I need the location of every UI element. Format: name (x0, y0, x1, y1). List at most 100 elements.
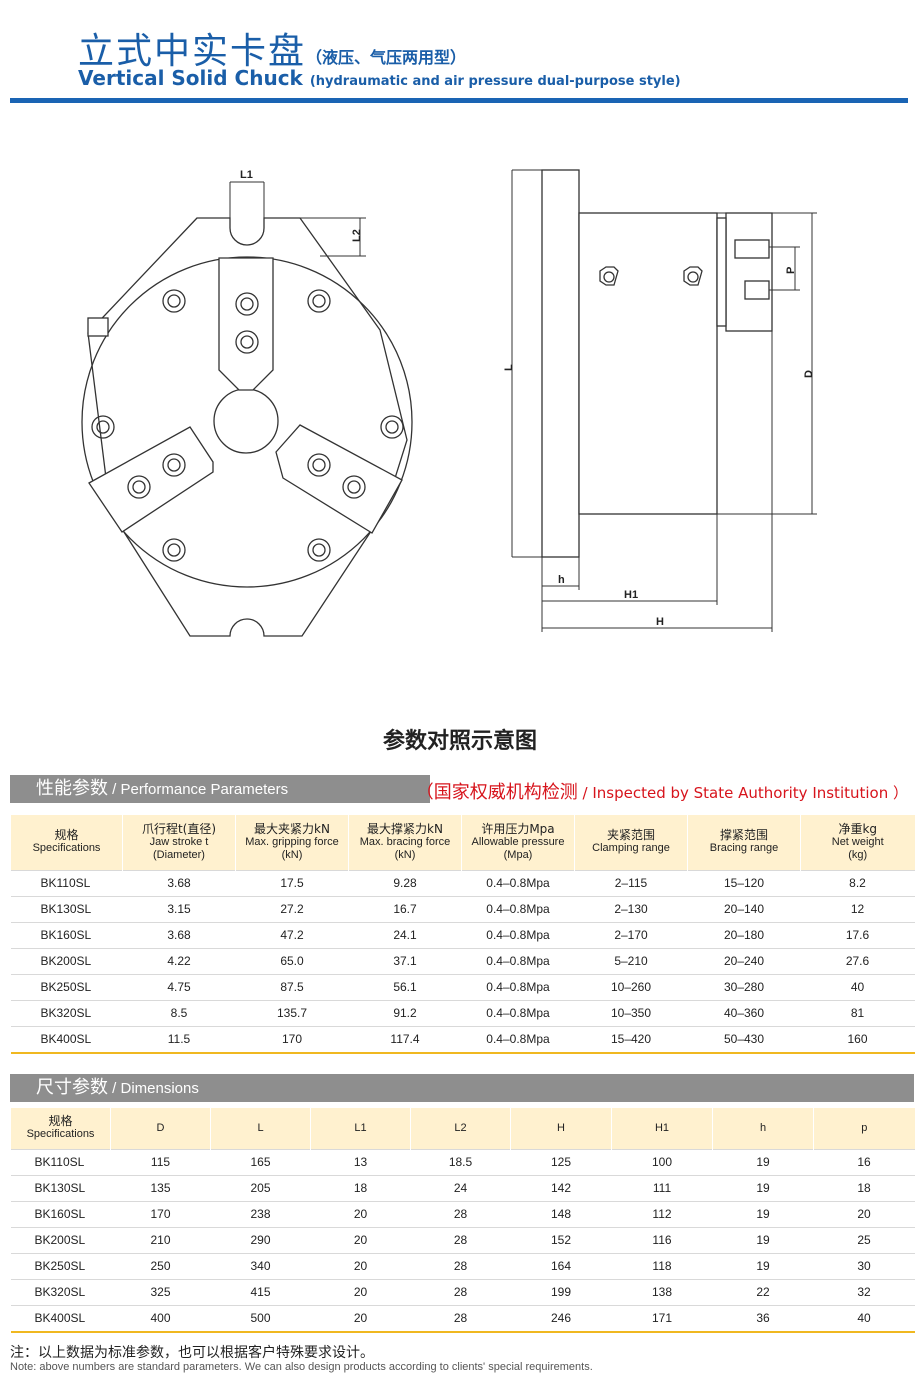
title-cn-main: 立式中实卡盘 (78, 31, 307, 72)
label-P: P (785, 267, 797, 274)
value-cell: 37.1 (348, 948, 462, 975)
performance-title-en: / Performance Parameters (112, 781, 289, 798)
value-cell: 28 (410, 1201, 511, 1228)
performance-header-1: 爪行程t(直径)Jaw stroke t(Diameter) (122, 815, 236, 870)
value-cell: 20 (310, 1227, 411, 1254)
label-H1: H1 (624, 589, 638, 601)
title-en-sub: (hydraumatic and air pressure dual-purpo… (309, 74, 681, 89)
jaw-top (218, 257, 274, 391)
value-cell: 20–140 (687, 896, 801, 923)
hex-nut-left (599, 266, 619, 286)
dimensions-header-8-en: p (861, 1121, 868, 1134)
value-cell: 25 (813, 1227, 915, 1254)
dimensions-header-3-en: L1 (354, 1121, 367, 1134)
side-nub (87, 317, 109, 337)
value-cell: 20–240 (687, 948, 801, 975)
performance-header-3-en: Max. bracing force (359, 835, 451, 848)
value-cell: 8.5 (122, 1000, 236, 1027)
diagram-caption: 参数对照示意图 (382, 729, 537, 754)
value-cell: 238 (210, 1201, 311, 1228)
value-cell: 27.2 (235, 896, 349, 923)
title-cn-sub: （液压、气压两用型） (306, 48, 467, 67)
value-cell: 148 (510, 1201, 612, 1228)
value-cell: 40 (800, 974, 915, 1001)
spec-cell: BK250SL (10, 974, 123, 1001)
spec-cell: BK110SL (10, 1149, 111, 1176)
value-cell: 91.2 (348, 1000, 462, 1027)
value-cell: 19 (712, 1201, 814, 1228)
dimensions-header-8: p (813, 1108, 915, 1149)
value-cell: 400 (110, 1305, 211, 1333)
value-cell: 20 (310, 1279, 411, 1306)
value-cell: 4.75 (122, 974, 236, 1001)
performance-header-0-cn: 规格 (54, 828, 79, 843)
dimensions-title-en: / Dimensions (112, 1080, 199, 1097)
center-bore (213, 388, 279, 454)
value-cell: 415 (210, 1279, 311, 1306)
label-L1: L1 (240, 169, 253, 181)
spec-cell: BK320SL (10, 1000, 123, 1027)
value-cell: 117.4 (348, 1026, 462, 1054)
value-cell: 18 (813, 1175, 915, 1202)
value-cell: 290 (210, 1227, 311, 1254)
value-cell: 118 (611, 1253, 713, 1280)
performance-section-bar: 性能参数 / Performance Parameters (10, 775, 430, 803)
spec-cell: BK250SL (10, 1253, 111, 1280)
value-cell: 160 (800, 1026, 915, 1054)
bolt-heads (91, 289, 404, 562)
value-cell: 18 (310, 1175, 411, 1202)
value-cell: 22 (712, 1279, 814, 1306)
chuck-disc (81, 256, 413, 588)
value-cell: 0.4–0.8Mpa (461, 1000, 575, 1027)
value-cell: 135 (110, 1175, 211, 1202)
value-cell: 28 (410, 1227, 511, 1254)
dimensions-header-2-en: L (257, 1121, 264, 1134)
value-cell: 250 (110, 1253, 211, 1280)
performance-header-7-unit: (kg) (848, 848, 868, 861)
performance-header-7-cn: 净重kg (838, 821, 878, 836)
value-cell: 164 (510, 1253, 612, 1280)
value-cell: 246 (510, 1305, 612, 1333)
dimensions-header-4-en: L2 (454, 1121, 467, 1134)
header-rule (10, 98, 908, 103)
value-cell: 0.4–0.8Mpa (461, 1026, 575, 1054)
value-cell: 28 (410, 1279, 511, 1306)
value-cell: 27.6 (800, 948, 915, 975)
spec-cell: BK400SL (10, 1026, 123, 1054)
side-view-body (578, 212, 718, 515)
value-cell: 500 (210, 1305, 311, 1333)
value-cell: 81 (800, 1000, 915, 1027)
performance-header-4-en: Allowable pressure (471, 835, 565, 848)
value-cell: 170 (110, 1201, 211, 1228)
value-cell: 47.2 (235, 922, 349, 949)
dimensions-header-3: L1 (310, 1108, 411, 1149)
value-cell: 13 (310, 1149, 411, 1176)
performance-header-4-cn: 许用压力Mpa (481, 821, 555, 836)
value-cell: 205 (210, 1175, 311, 1202)
value-cell: 19 (712, 1253, 814, 1280)
performance-header-4-unit: (Mpa) (503, 848, 533, 861)
value-cell: 20 (310, 1305, 411, 1333)
value-cell: 11.5 (122, 1026, 236, 1054)
inspected-cn: （国家权威机构检测 (415, 782, 578, 803)
front-view-outline (87, 217, 408, 637)
value-cell: 20 (813, 1201, 915, 1228)
value-cell: 32 (813, 1279, 915, 1306)
value-cell: 116 (611, 1227, 713, 1254)
value-cell: 30 (813, 1253, 915, 1280)
value-cell: 111 (611, 1175, 713, 1202)
